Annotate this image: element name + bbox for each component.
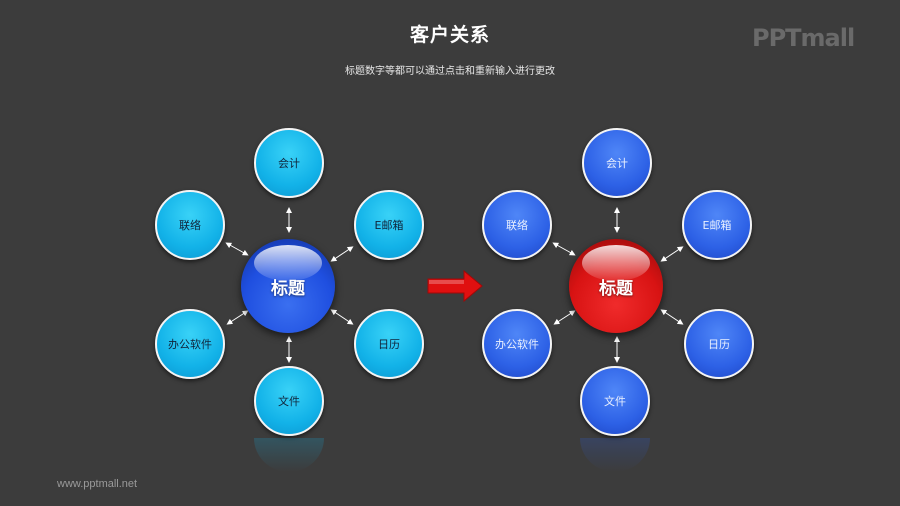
node-left-top[interactable]: 会计 [254, 128, 324, 198]
node-left-bottom[interactable]: 文件 [254, 366, 324, 436]
connector-lower-left-left [226, 310, 249, 325]
node-right-bottom[interactable]: 文件 [580, 366, 650, 436]
node-right-lower-left[interactable]: 办公软件 [482, 309, 552, 379]
footer-url: www.pptmall.net [57, 478, 138, 490]
node-right-upper-right[interactable]: E邮箱 [682, 190, 752, 260]
center-node-left-label: 标题 [271, 278, 305, 299]
connector-lower-left-right [553, 310, 576, 325]
node-left-lower-right[interactable]: 日历 [354, 309, 424, 379]
center-node-right-label: 标题 [599, 278, 633, 299]
connector-upper-left-left [225, 242, 249, 256]
gloss-highlight [254, 245, 322, 281]
node-left-lower-left[interactable]: 办公软件 [155, 309, 225, 379]
right-arrow-icon [427, 269, 483, 303]
center-node-right[interactable]: 标题 [569, 239, 663, 333]
page-subtitle: 标题数字等都可以通过点击和重新输入进行更改 [345, 66, 555, 77]
connector-lower-right-left [330, 309, 354, 325]
page-title: 客户关系 [409, 24, 490, 46]
pptmall-logo: PPTmall [752, 24, 855, 52]
node-right-lower-right[interactable]: 日历 [684, 309, 754, 379]
connector-upper-right-left [330, 246, 354, 262]
connector-upper-left-right [552, 242, 576, 256]
connector-lower-right-right [660, 309, 684, 325]
gloss-highlight [582, 245, 650, 281]
node-right-top[interactable]: 会计 [582, 128, 652, 198]
node-left-upper-left[interactable]: 联络 [155, 190, 225, 260]
node-left-upper-right[interactable]: E邮箱 [354, 190, 424, 260]
connector-upper-right-right [660, 246, 684, 262]
center-node-left[interactable]: 标题 [241, 239, 335, 333]
node-right-upper-left[interactable]: 联络 [482, 190, 552, 260]
